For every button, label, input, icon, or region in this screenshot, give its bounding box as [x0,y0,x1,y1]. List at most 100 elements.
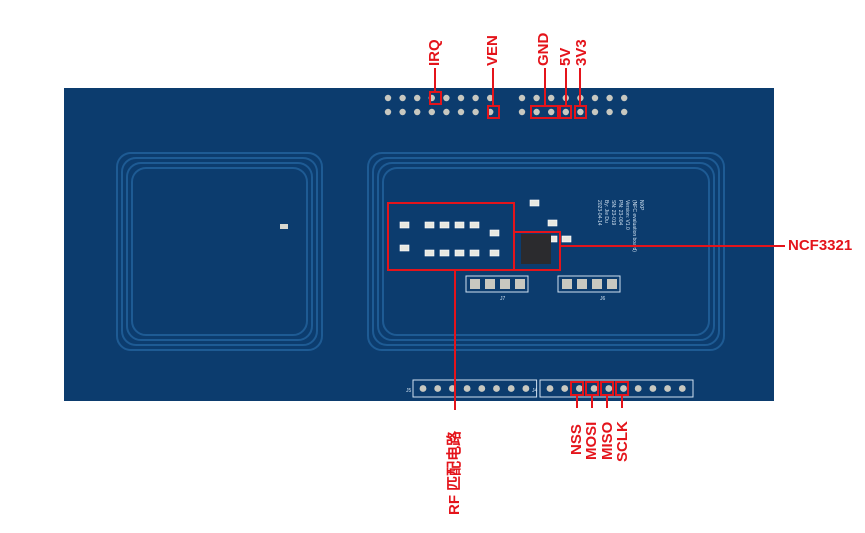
header-outline [412,379,538,398]
header-pin [443,94,450,102]
label-rf-matching-circuit: RF 匹配电路 [446,430,463,515]
header-pad [485,279,495,289]
header-pad [592,279,602,289]
label-gnd: GND [535,32,552,66]
header-pad [470,279,480,289]
header-outline [539,379,694,398]
header-pin [507,385,515,392]
header-pin [533,94,540,102]
header-pin [493,385,500,392]
smd-component [469,249,480,257]
label-5v: 5V [557,47,574,66]
smd-component [439,221,450,229]
header-pad [500,279,510,289]
header-pin [472,94,479,102]
header-pin [548,108,555,116]
label-ncf3321: NCF3321 [788,237,853,254]
header-pin [649,385,657,392]
header-pin [487,94,494,102]
header-pin [634,385,642,392]
silkscreen-text: By: Jie Du [603,200,609,223]
silkscreen-text: NXP [638,200,644,211]
header-pin [562,108,569,116]
header-pad [577,279,587,289]
antenna-coil-trace [116,152,323,351]
smd-component [399,221,410,229]
silkscreen-text: SN: 23-019 [610,200,616,226]
header-pad [515,279,525,289]
silkscreen-label: J6 [600,296,606,302]
silkscreen-text: Version: V1.0 [624,200,630,230]
header-pin [576,385,583,392]
silkscreen-text: PN: 23-004 [617,200,623,226]
pcb-board [64,88,774,401]
header-pin [621,108,628,116]
smd-component [424,249,435,257]
header-pin [620,385,627,392]
header-pin [548,94,555,102]
header-pad [607,279,617,289]
header-pin [428,108,435,116]
smd-component [561,235,572,243]
antenna-coil-trace [372,157,720,346]
header-pin [664,385,671,392]
smd-component [547,219,558,227]
header-pin [478,385,486,392]
smd-component [489,249,500,257]
header-pin [605,385,613,392]
smd-component [529,199,540,207]
header-pin [384,108,392,116]
antenna-coil-trace [382,167,710,336]
antenna-coil-trace [377,162,715,341]
header-pin [463,385,471,392]
smd-component [454,249,465,257]
header-pin [546,385,554,392]
header-outline [557,275,621,293]
smd-component [399,244,410,252]
header-pin [414,108,421,116]
header-pin [518,94,526,102]
header-pin [533,108,540,116]
smd-component [454,221,465,229]
rf-components [399,199,572,257]
antenna-coil-trace [131,167,308,336]
chip-box [513,231,561,271]
header-pin [434,385,442,392]
antenna-coil-trace [126,162,313,341]
label-mosi: MOSI [583,421,600,460]
header-pin [472,108,479,116]
label-sclk: SCLK [614,421,631,462]
header-pin [591,108,599,116]
smd-component [424,221,435,229]
antenna-coil-trace [367,152,725,351]
header-pin [577,108,584,116]
header-pin [591,94,599,102]
header-pad [562,279,572,289]
header-pin [419,385,427,392]
header-pin [457,108,465,116]
capacitor [280,224,288,229]
smd-component [469,221,480,229]
header-pin [606,94,613,102]
header-pin [443,108,450,116]
header-pin [414,94,421,102]
header-pin [399,94,406,102]
header-pin [606,108,613,116]
header-pin [399,108,406,116]
header-pin [384,94,392,102]
antenna-coil-trace [121,157,318,346]
header-pin [518,108,526,116]
header-pin [457,94,465,102]
smd-component [439,249,450,257]
header-pin [621,94,628,102]
silkscreen-label: J4 [532,388,538,394]
label-3v3: 3V3 [573,39,590,66]
header-pin [561,385,569,392]
header-outline [465,275,529,293]
silkscreen-text: (NFC evaluation board) [631,200,637,252]
header-pin [678,385,686,392]
ncf3321-chip [521,234,551,264]
header-pin [590,385,598,392]
